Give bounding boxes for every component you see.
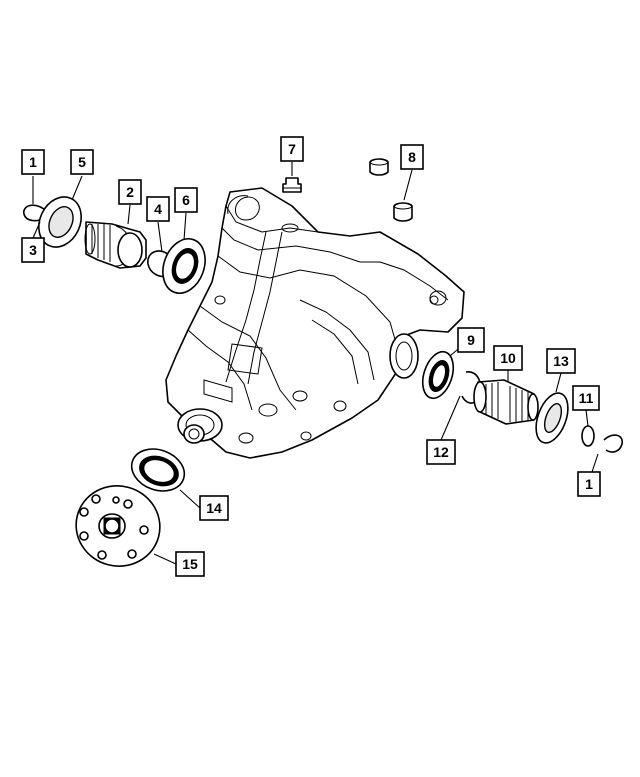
callout-10-label: 10 [500, 350, 516, 366]
leader-14 [179, 489, 201, 509]
callout-15: 15 [175, 551, 205, 577]
callout-13: 13 [546, 348, 576, 374]
callout-1a-label: 1 [29, 154, 37, 170]
leader-5 [71, 175, 83, 201]
callout-9: 9 [457, 327, 485, 353]
callout-2: 2 [118, 179, 142, 205]
seal-left [38, 196, 82, 248]
callout-7: 7 [280, 136, 304, 162]
shaft-right [473, 379, 539, 425]
seal-14 [130, 448, 186, 492]
callout-7-label: 7 [288, 141, 296, 157]
callout-8: 8 [400, 144, 424, 170]
plug-lower [393, 202, 413, 222]
leader-2 [127, 204, 131, 225]
callout-15-label: 15 [182, 556, 198, 572]
leader-13 [555, 372, 562, 393]
leader-1b [591, 453, 599, 473]
leader-4 [157, 221, 163, 253]
callout-9-label: 9 [467, 332, 475, 348]
callout-4: 4 [146, 196, 170, 222]
callout-1b: 1 [577, 471, 601, 497]
callout-13-label: 13 [553, 353, 569, 369]
callout-6: 6 [174, 187, 198, 213]
callout-12: 12 [426, 439, 456, 465]
callout-10: 10 [493, 345, 523, 371]
callout-3-label: 3 [29, 242, 37, 258]
leader-11 [585, 409, 589, 427]
seal-6 [162, 238, 206, 294]
callout-2-label: 2 [126, 184, 134, 200]
callout-6-label: 6 [182, 192, 190, 208]
callout-1a: 1 [21, 149, 45, 175]
callout-14-label: 14 [206, 500, 222, 516]
callout-14: 14 [199, 495, 229, 521]
leader-6 [183, 212, 187, 241]
callout-5-label: 5 [78, 154, 86, 170]
callout-11: 11 [572, 385, 600, 411]
differential-housing [165, 187, 465, 459]
shaft-left [84, 221, 147, 269]
seal-13 [535, 392, 569, 444]
leader-12 [440, 395, 461, 441]
snap-ring-11 [581, 425, 595, 447]
callout-11-label: 11 [579, 390, 594, 406]
callout-8-label: 8 [408, 149, 416, 165]
seal-9 [421, 350, 455, 400]
companion-flange [75, 485, 161, 567]
snap-ring-right [603, 434, 623, 453]
plug-upper [369, 158, 389, 176]
callout-3: 3 [21, 237, 45, 263]
vent-fitting [282, 177, 302, 193]
callout-12-label: 12 [433, 444, 449, 460]
callout-4-label: 4 [154, 201, 162, 217]
leader-3 [32, 221, 41, 239]
callout-1b-label: 1 [585, 476, 593, 492]
callout-5: 5 [70, 149, 94, 175]
leader-15 [153, 553, 177, 565]
leader-8 [403, 169, 413, 201]
